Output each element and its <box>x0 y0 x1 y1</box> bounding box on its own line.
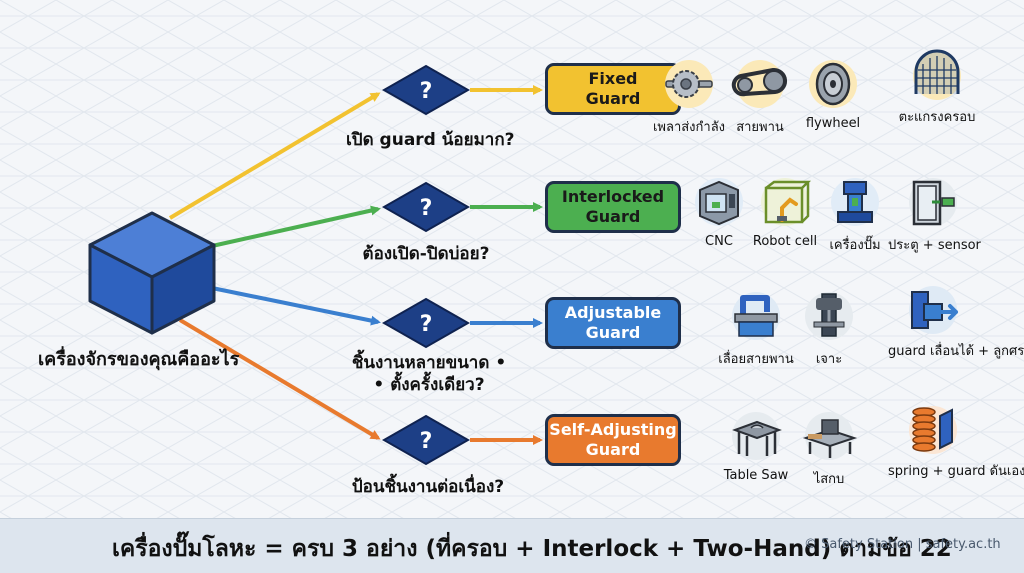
example-label: สายพาน <box>736 120 784 135</box>
footer-credit: © Safety Station | safety.ac.th <box>804 537 1001 552</box>
example-flywheel: flywheel <box>788 58 878 131</box>
example-label: เลื่อยสายพาน <box>718 352 794 367</box>
example-label: CNC <box>705 234 733 249</box>
example-label: flywheel <box>805 116 861 131</box>
example-sliding-guard: guard เลื่อนได้ + ลูกศร <box>888 282 1024 361</box>
robot-cell-icon <box>761 178 812 226</box>
adjustable-guard-box: Adjustable Guard <box>545 297 681 349</box>
example-press-machine: เครื่องปั๊ม <box>810 176 900 255</box>
example-label: guard เลื่อนได้ + ลูกศร <box>888 344 1024 359</box>
question-mark: ? <box>420 196 433 221</box>
fixed-guard-box: Fixed Guard <box>545 63 681 115</box>
cnc-machine-icon <box>695 178 743 226</box>
example-table-saw: Table Saw <box>711 410 801 483</box>
connector-fixed <box>168 92 381 220</box>
example-label: เพลาส่งกำลัง <box>652 120 726 135</box>
connector-self-adjusting <box>178 318 381 440</box>
interlocked-guard-box: Interlocked Guard <box>545 181 681 233</box>
example-drill-press: เจาะ <box>784 290 874 369</box>
mesh-cage-icon <box>913 49 961 100</box>
planer-icon <box>802 412 858 460</box>
decision-diamond-4: ? <box>381 414 471 466</box>
example-label: spring + guard ดันเอง <box>888 464 1024 479</box>
gear-shaft-icon <box>665 60 713 108</box>
footer-bar: เครื่องปั๊มโลหะ = ครบ 3 อย่าง (ที่ครอบ +… <box>0 518 1024 573</box>
belt-drive-icon <box>731 60 788 108</box>
connector-interlocked <box>211 205 381 248</box>
example-planer: ไสกบ <box>784 410 874 489</box>
example-band-saw: เลื่อยสายพาน <box>711 290 801 369</box>
spring-guard-icon <box>909 406 957 454</box>
press-machine-icon <box>831 178 879 226</box>
flywheel-icon <box>809 60 857 108</box>
table-saw-icon <box>732 412 782 460</box>
question-mark: ? <box>420 312 433 337</box>
start-label: เครื่องจักรของคุณคืออะไร <box>38 349 240 370</box>
decision-tree-diagram: ? ? ? ? <box>88 64 543 466</box>
sliding-guard-icon <box>909 286 958 334</box>
example-label: ตะแกรงครอบ <box>898 110 976 125</box>
example-label: ไสกบ <box>813 472 845 487</box>
example-mesh-cage: ตะแกรงครอบ <box>892 48 982 127</box>
example-belt-drive: สายพาน <box>715 58 805 137</box>
decision-diamond-3: ? <box>381 297 471 349</box>
example-door-sensor: ประตู + sensor <box>888 176 981 255</box>
question-mark: ? <box>420 429 433 454</box>
example-robot-cell: Robot cell <box>740 176 830 249</box>
decision-diamond-2: ? <box>381 181 471 233</box>
example-gear-shaft: เพลาส่งกำลัง <box>644 58 734 137</box>
question-label-2: ต้องเปิด-ปิดบ่อย? <box>362 244 490 264</box>
door-sensor-icon <box>909 178 957 226</box>
question-mark: ? <box>420 79 433 104</box>
example-label: เครื่องปั๊ม <box>829 238 881 253</box>
decision-diamond-1: ? <box>381 64 471 116</box>
example-label: ประตู + sensor <box>888 238 981 253</box>
machine-cube-icon <box>88 211 216 335</box>
example-label: เจาะ <box>815 352 843 367</box>
example-label: Table Saw <box>723 468 789 483</box>
question-label-3: ชิ้นงานหลายขนาด • • ตั้งครั้งเดียว? <box>351 353 507 395</box>
example-spring-guard: spring + guard ดันเอง <box>888 402 1024 481</box>
band-saw-icon <box>732 292 780 340</box>
question-label-1: เปิด guard น้อยมาก? <box>346 130 515 150</box>
example-cnc: CNC <box>674 176 764 249</box>
connector-adjustable <box>211 286 381 326</box>
footer-summary: เครื่องปั๊มโลหะ = ครบ 3 อย่าง (ที่ครอบ +… <box>112 536 952 562</box>
question-label-4: ป้อนชิ้นงานต่อเนื่อง? <box>351 477 505 497</box>
self-adjusting-guard-box: Self-Adjusting Guard <box>545 414 681 466</box>
drill-press-icon <box>805 292 853 340</box>
example-label: Robot cell <box>752 234 818 249</box>
